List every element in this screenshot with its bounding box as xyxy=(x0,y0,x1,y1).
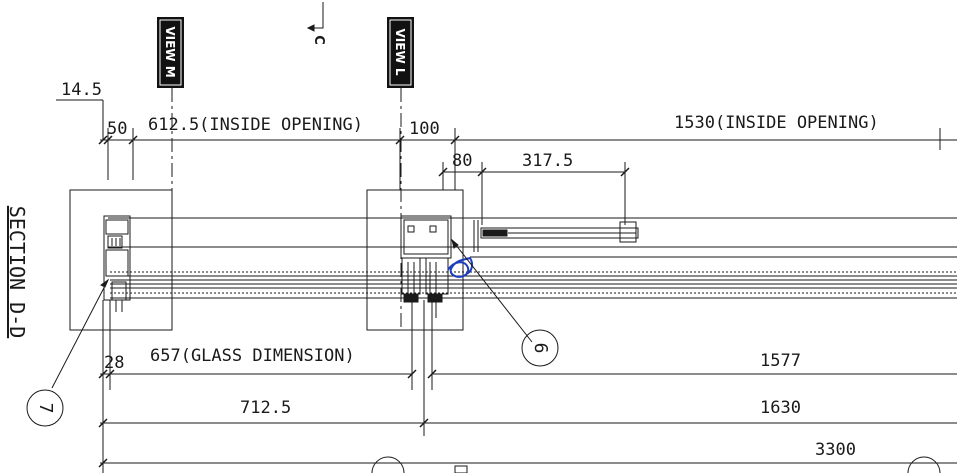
dim-inside-opening-right: 1530(INSIDE OPENING) xyxy=(674,113,879,133)
callout-7-leader xyxy=(51,279,109,389)
section-title: SECTION D-D xyxy=(5,206,29,338)
dim-3300: 3300 xyxy=(815,440,856,460)
callout-7-number: 7 xyxy=(35,403,56,414)
callout-6-leader xyxy=(451,239,533,343)
callout-6-number: 6 xyxy=(530,343,551,354)
sliding-panel-profile xyxy=(473,220,639,252)
dim-1630: 1630 xyxy=(760,398,801,418)
dim-14-5: 14.5 xyxy=(61,80,102,100)
view-l-label: VIEW L xyxy=(393,28,407,75)
dim-28: 28 xyxy=(104,353,124,373)
cut-marker-line xyxy=(308,2,324,29)
detail-box-middle xyxy=(366,189,464,331)
dim-80: 80 xyxy=(452,151,472,171)
view-m-label: VIEW M xyxy=(163,26,177,77)
dim-100: 100 xyxy=(409,119,440,139)
view-m-tag: VIEW M xyxy=(157,17,184,88)
dim-712-5: 712.5 xyxy=(240,398,291,418)
cut-marker-label: C xyxy=(311,35,326,45)
callout-7-circle xyxy=(26,389,64,427)
detail-box-left xyxy=(69,189,173,331)
blue-mark xyxy=(447,256,474,278)
dim-317-5: 317.5 xyxy=(522,151,573,171)
dim-inside-opening-left: 612.5(INSIDE OPENING) xyxy=(148,115,363,135)
middle-frame-profile xyxy=(400,215,452,318)
left-frame-profile xyxy=(103,215,131,312)
view-l-tag: VIEW L xyxy=(387,17,414,88)
dim-glass-dimension: 657(GLASS DIMENSION) xyxy=(150,346,355,366)
callout-6-circle xyxy=(521,329,559,367)
dim-1577: 1577 xyxy=(760,351,801,371)
dim-50: 50 xyxy=(107,119,127,139)
